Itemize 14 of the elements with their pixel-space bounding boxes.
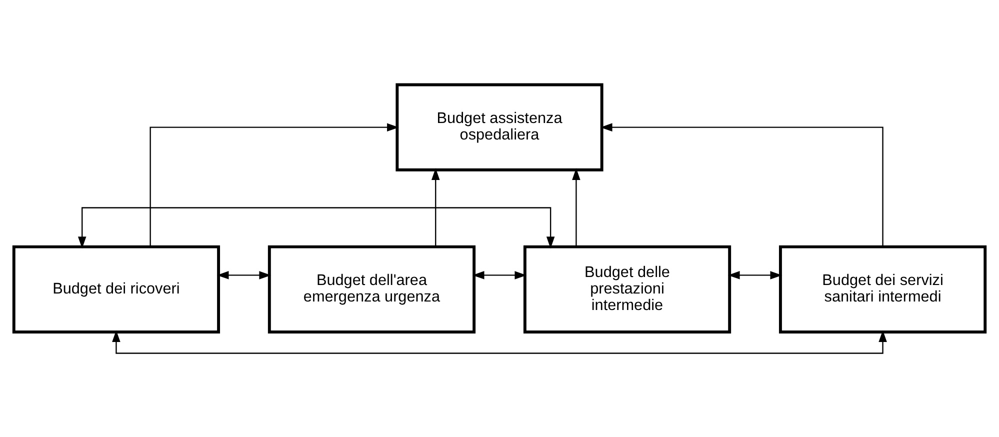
node-box: Budget dei servizi sanitari intermedi: [778, 244, 987, 333]
node-box: Budget dei ricoveri: [12, 244, 220, 333]
arrow: [600, 122, 884, 246]
arrow: [216, 270, 272, 279]
node-box: Budget assistenza ospedaliera: [396, 82, 604, 171]
arrow: [431, 168, 440, 246]
node-box: Budget delle prestazioni intermedie: [523, 244, 732, 333]
arrow: [78, 206, 555, 248]
arrow: [472, 270, 527, 279]
node-box: Budget dell'area emergenza urgenza: [268, 244, 476, 333]
arrow: [150, 122, 399, 246]
arrow: [112, 330, 887, 354]
arrow: [572, 168, 580, 246]
arrow: [728, 270, 782, 279]
